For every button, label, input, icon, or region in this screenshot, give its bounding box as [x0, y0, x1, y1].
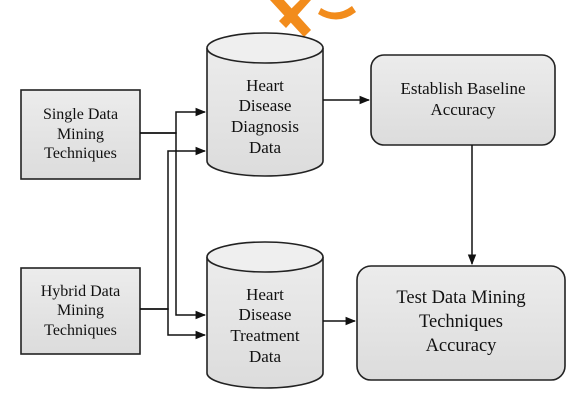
treatment-database-cylinder [206, 241, 324, 389]
connector-single-to-diagnosis [140, 107, 207, 134]
single-data-mining-box [20, 89, 141, 180]
connector-single-to-treatment [140, 132, 207, 320]
hybrid-data-mining-box [20, 267, 141, 355]
connector-hybrid-to-diagnosis [140, 146, 207, 310]
brand-logo-x-icon [270, 0, 356, 37]
diagnosis-database-cylinder [206, 32, 324, 177]
connector-hybrid-to-treatment [140, 308, 207, 340]
baseline-accuracy-box [370, 54, 556, 146]
test-accuracy-box [356, 265, 566, 381]
